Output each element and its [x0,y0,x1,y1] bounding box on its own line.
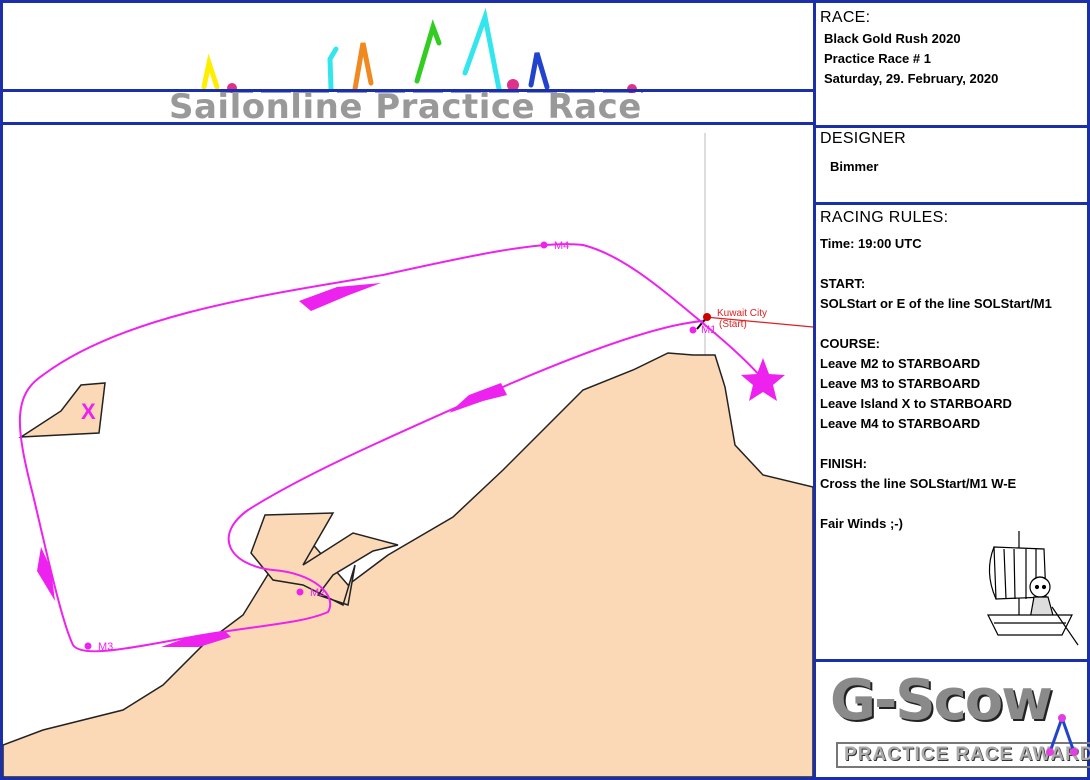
course-item: Leave M2 to STARBOARD [820,356,981,371]
sailboat-logo-icon [201,7,643,93]
rules-course-title: COURSE: [820,336,880,351]
start-note-label: (Start) [719,319,747,330]
start-line [704,316,813,328]
mark-m2: M2 [296,587,325,599]
course-item: Leave M3 to STARBOARD [820,376,981,391]
award-panel: G-Scow PRACTICE RACE AWARD [813,659,1090,780]
finish-star-icon [741,358,785,401]
start-point [703,313,711,321]
route-arrow-4 [37,547,55,601]
mark-m3: M3 [84,641,113,653]
course-map: X Kuwait City (Start) M1 M2 [0,122,816,780]
mark-label: M1 [701,324,716,336]
mark-m4: M4 [540,240,569,252]
route-arrow-2 [449,383,507,413]
race-date: Saturday, 29. February, 2020 [824,71,999,86]
award-mast-icon [1046,713,1078,756]
island-x [18,382,106,438]
rules-start-text: SOLStart or E of the line SOLStart/M1 [820,296,1052,311]
route-arrow-3 [161,631,231,647]
mark-label: M3 [98,641,113,653]
rules-finish-title: FINISH: [820,456,867,471]
mark-label: M2 [310,587,325,599]
header-banner: Sailonline Practice Race [0,0,816,127]
mark-m1: M1 [689,324,716,336]
race-panel: RACE: Black Gold Rush 2020 Practice Race… [813,0,1090,128]
header-divider [3,89,813,92]
course-route [18,243,762,653]
course-item: Leave M4 to STARBOARD [820,416,981,431]
logo-title: Sailonline Practice Race [169,87,642,127]
racing-rules-panel: RACING RULES: Time: 19:00 UTC START: SOL… [813,202,1090,662]
course-map-canvas: X Kuwait City (Start) M1 M2 [3,133,813,777]
designer-panel: DESIGNER Bimmer [813,125,1090,205]
mark-label: M4 [554,240,569,252]
route-arrow-1 [299,283,381,311]
designer-title: DESIGNER [820,130,906,147]
start-city-label: Kuwait City [717,308,767,319]
race-title: RACE: [820,9,871,26]
award-logo-title: G-Scow [830,668,1053,733]
rules-finish-text: Cross the line SOLStart/M1 W-E [820,476,1017,491]
peninsula [250,512,399,607]
rules-title: RACING RULES: [820,209,949,226]
course-item: Leave Island X to STARBOARD [820,396,1012,411]
rules-closing: Fair Winds ;-) [820,516,903,531]
rules-start-title: START: [820,276,866,291]
award-subtitle: PRACTICE RACE AWARD [836,742,1090,768]
designer-name: Bimmer [830,159,879,174]
race-subtitle: Practice Race # 1 [824,51,931,66]
sailor-cartoon-icon [987,531,1079,646]
mainland [3,352,813,777]
island-label: X [81,399,96,424]
rules-time: Time: 19:00 UTC [820,236,922,251]
race-name: Black Gold Rush 2020 [824,31,961,46]
